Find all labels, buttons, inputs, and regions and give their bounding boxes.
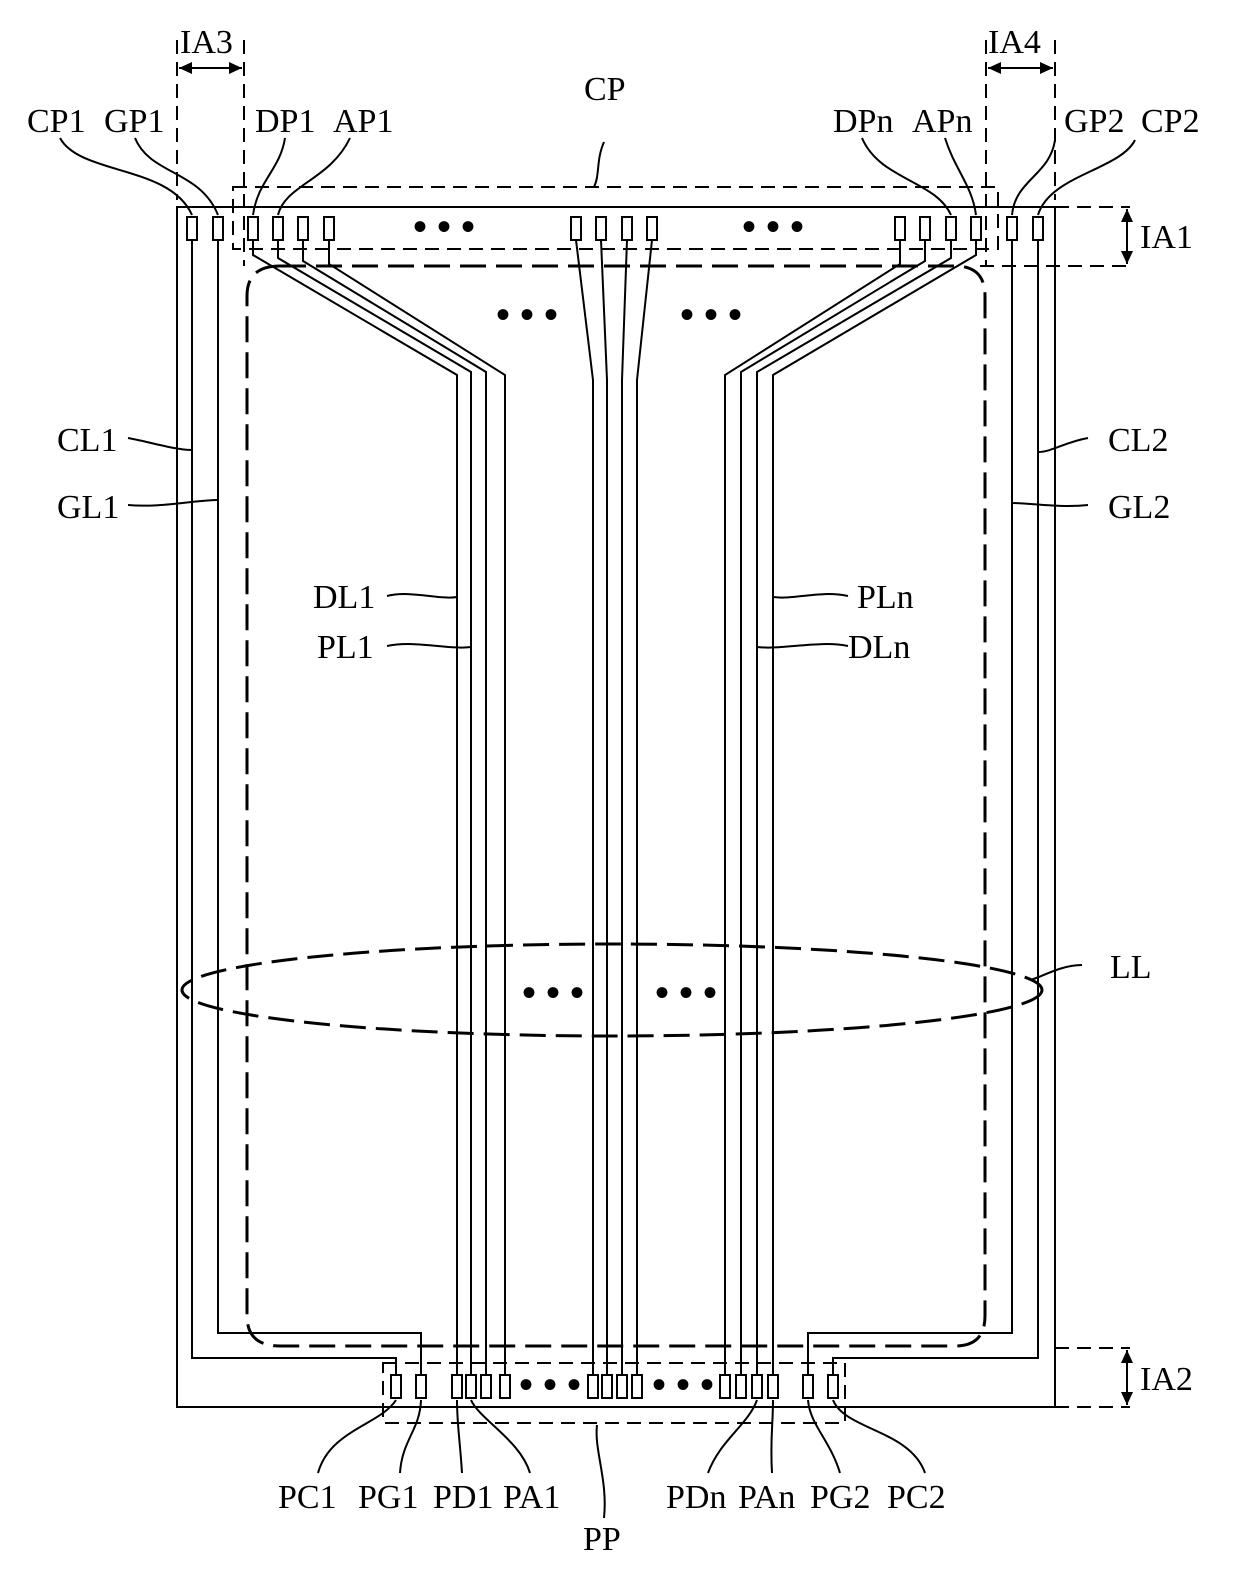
label-dp1: DP1 bbox=[255, 103, 315, 140]
pad-pd1 bbox=[452, 1375, 462, 1398]
label-pln: PLn bbox=[857, 579, 914, 616]
pad-pc2 bbox=[828, 1375, 838, 1398]
ia4-dimension-arrow bbox=[988, 62, 1053, 74]
label-gp2: GP2 bbox=[1064, 103, 1124, 140]
cp-region bbox=[233, 187, 998, 249]
ellipsis-mid-right: • • • bbox=[680, 292, 742, 337]
label-pa1: PA1 bbox=[503, 1479, 560, 1516]
dl1-line bbox=[253, 240, 457, 1375]
label-cl1: CL1 bbox=[57, 422, 117, 459]
pad-cp2 bbox=[1033, 217, 1043, 240]
pad-pa1 bbox=[466, 1375, 476, 1398]
dln-line bbox=[757, 240, 951, 1375]
label-pan: PAn bbox=[738, 1479, 795, 1516]
pad-dpn bbox=[946, 217, 956, 240]
pln-line bbox=[773, 240, 976, 1375]
pad-top-c1 bbox=[571, 217, 581, 240]
ellipsis-top-left: • • • bbox=[413, 204, 475, 249]
pad-ap1 bbox=[273, 217, 283, 240]
pad-pdn bbox=[752, 1375, 762, 1398]
label-pg2: PG2 bbox=[810, 1479, 870, 1516]
pad-top-c2 bbox=[596, 217, 606, 240]
label-ia3: IA3 bbox=[180, 24, 233, 61]
bottom-pads bbox=[391, 1375, 838, 1398]
label-cp1: CP1 bbox=[27, 103, 86, 140]
label-pc2: PC2 bbox=[887, 1479, 946, 1516]
center-line-4 bbox=[637, 240, 652, 1375]
pad-bot-6 bbox=[500, 1375, 510, 1398]
right-line-1 bbox=[725, 240, 900, 1375]
label-ia4: IA4 bbox=[988, 24, 1041, 61]
pad-bot-c1 bbox=[588, 1375, 598, 1398]
pad-pan bbox=[768, 1375, 778, 1398]
pad-cp1 bbox=[187, 217, 197, 240]
label-gp1: GP1 bbox=[104, 103, 164, 140]
cl2-line bbox=[833, 240, 1038, 1375]
pad-bot-c2 bbox=[602, 1375, 612, 1398]
center-line-1 bbox=[576, 240, 593, 1375]
label-cl2: CL2 bbox=[1108, 422, 1168, 459]
label-pd1: PD1 bbox=[433, 1479, 493, 1516]
label-cp2: CP2 bbox=[1141, 103, 1200, 140]
pl1-line bbox=[278, 240, 471, 1375]
ellipsis-bottom-right: • • • bbox=[652, 1362, 714, 1407]
label-apn: APn bbox=[912, 103, 972, 140]
ia3-dimension-arrow bbox=[179, 62, 242, 74]
pad-top-r2 bbox=[920, 217, 930, 240]
pad-gp1 bbox=[213, 217, 223, 240]
left-line-3 bbox=[303, 240, 486, 1375]
cl1-line bbox=[192, 240, 396, 1375]
center-line-2 bbox=[601, 240, 607, 1375]
label-ia2: IA2 bbox=[1140, 1361, 1193, 1398]
pad-gp2 bbox=[1007, 217, 1017, 240]
pad-bot-r2 bbox=[736, 1375, 746, 1398]
top-pads bbox=[187, 217, 1043, 240]
leaders-top bbox=[60, 138, 1135, 215]
ellipsis-ll-left: • • • bbox=[522, 970, 584, 1015]
label-dl1: DL1 bbox=[313, 579, 375, 616]
center-line-3 bbox=[622, 240, 627, 1375]
pad-dp1 bbox=[248, 217, 258, 240]
gl2-line bbox=[808, 240, 1012, 1375]
label-cp: CP bbox=[584, 71, 626, 108]
label-ap1: AP1 bbox=[333, 103, 393, 140]
pad-apn bbox=[971, 217, 981, 240]
active-area-boundary bbox=[247, 266, 985, 1346]
pad-top-6 bbox=[324, 217, 334, 240]
right-line-2 bbox=[741, 240, 925, 1375]
pad-top-c4 bbox=[647, 217, 657, 240]
ia1-dimension-arrow bbox=[1121, 209, 1133, 264]
label-dpn: DPn bbox=[833, 103, 893, 140]
pad-pg2 bbox=[803, 1375, 813, 1398]
label-gl1: GL1 bbox=[57, 489, 119, 526]
label-pc1: PC1 bbox=[278, 1479, 337, 1516]
ia2-dimension-arrow bbox=[1121, 1350, 1133, 1405]
left-line-4 bbox=[329, 240, 505, 1375]
substrate-outline bbox=[177, 207, 1055, 1407]
label-ia1: IA1 bbox=[1140, 219, 1193, 256]
label-pdn: PDn bbox=[666, 1479, 726, 1516]
ellipsis-top-right: • • • bbox=[742, 204, 804, 249]
pad-top-c3 bbox=[622, 217, 632, 240]
label-pl1: PL1 bbox=[317, 629, 374, 666]
pad-pg1 bbox=[416, 1375, 426, 1398]
pad-bot-r1 bbox=[720, 1375, 730, 1398]
ll-region bbox=[182, 944, 1042, 1036]
label-pg1: PG1 bbox=[358, 1479, 418, 1516]
label-dln: DLn bbox=[848, 629, 910, 666]
pad-bot-c3 bbox=[617, 1375, 627, 1398]
label-gl2: GL2 bbox=[1108, 489, 1170, 526]
pad-top-r1 bbox=[895, 217, 905, 240]
pad-bot-5 bbox=[481, 1375, 491, 1398]
label-pp: PP bbox=[583, 1521, 621, 1558]
pad-top-5 bbox=[298, 217, 308, 240]
pad-bot-c4 bbox=[632, 1375, 642, 1398]
ellipsis-bottom-left: • • • bbox=[519, 1362, 581, 1407]
label-ll: LL bbox=[1110, 949, 1152, 986]
ellipsis-mid-left: • • • bbox=[496, 292, 558, 337]
pad-pc1 bbox=[391, 1375, 401, 1398]
ellipsis-ll-right: • • • bbox=[655, 970, 717, 1015]
